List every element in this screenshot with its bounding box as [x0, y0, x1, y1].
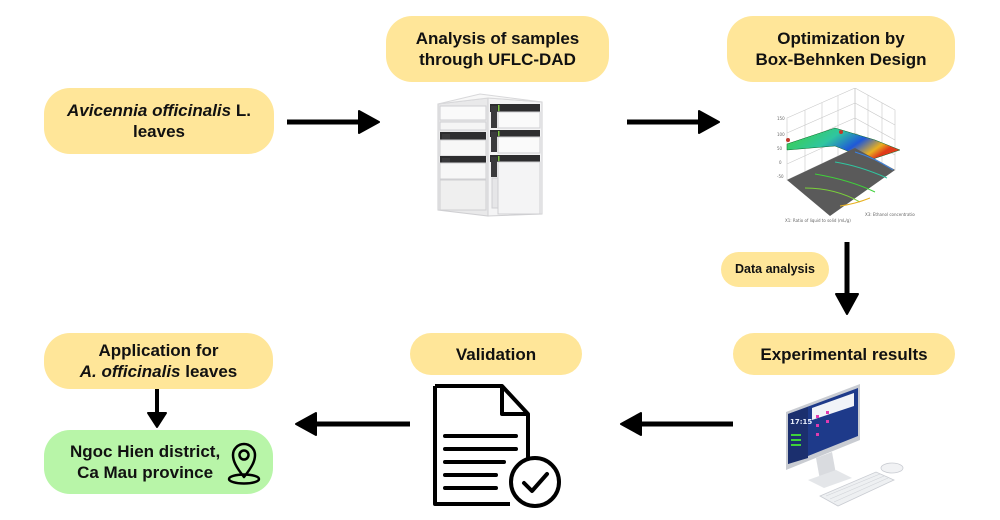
- validation-text: Validation: [455, 344, 537, 364]
- svg-text:50: 50: [777, 146, 783, 151]
- optimization-line2: Box-Behnken Design: [755, 50, 927, 69]
- hplc-instrument-icon: [437, 93, 543, 217]
- node-validation: Validation: [410, 333, 582, 375]
- analysis-line1: Analysis of samples: [415, 29, 580, 48]
- arrow-application-to-location: [147, 389, 167, 428]
- node-analysis-uflc-dad: Analysis of samples through UFLC-DAD: [386, 16, 609, 82]
- data-analysis-text: Data analysis: [735, 262, 815, 276]
- application-rest: leaves: [180, 362, 238, 381]
- svg-text:-50: -50: [777, 174, 784, 179]
- svg-text:X1: Ratio of liquid to solid (: X1: Ratio of liquid to solid (mL/g): [785, 218, 851, 223]
- node-application: Application for A. officinalis leaves: [44, 333, 273, 389]
- label-data-analysis: Data analysis: [721, 252, 829, 287]
- application-line1: Application for: [98, 341, 219, 360]
- map-pin-icon: [227, 442, 261, 485]
- node-optimization-box-behnken: Optimization by Box-Behnken Design: [727, 16, 955, 82]
- response-surface-plot-icon: 150 100 50 0 -50 X1: Ratio of liquid to soli…: [777, 88, 915, 223]
- location-line1: Ngoc Hien district,: [70, 442, 221, 461]
- svg-text:100: 100: [777, 132, 785, 137]
- document-check-icon: [433, 384, 561, 508]
- sample-species-author: L.: [231, 101, 251, 120]
- svg-text:0: 0: [779, 160, 782, 165]
- arrow-optimization-to-experimental: [835, 242, 859, 315]
- analysis-line2: through UFLC-DAD: [419, 50, 576, 69]
- screen-clock: 17:15: [790, 418, 812, 426]
- experimental-text: Experimental results: [760, 344, 928, 364]
- node-experimental-results: Experimental results: [733, 333, 955, 375]
- svg-text:150: 150: [777, 116, 785, 121]
- desktop-computer-icon: 17:15: [786, 384, 904, 507]
- node-sample-leaves: Avicennia officinalis L. leaves: [44, 88, 274, 154]
- arrow-sample-to-analysis: [287, 110, 380, 134]
- sample-line2: leaves: [132, 122, 185, 141]
- application-species: A. officinalis: [79, 362, 181, 381]
- node-location: Ngoc Hien district, Ca Mau province: [44, 430, 273, 494]
- arrow-experimental-to-validation: [620, 412, 733, 436]
- arrow-validation-to-application: [295, 412, 410, 436]
- arrow-analysis-to-optimization: [627, 110, 720, 134]
- optimization-line1: Optimization by: [777, 29, 905, 48]
- sample-species-name: Avicennia officinalis: [67, 101, 232, 120]
- svg-text:X3: Ethanol concentration (%): X3: Ethanol concentration (%): [865, 212, 915, 217]
- location-line2: Ca Mau province: [77, 463, 214, 482]
